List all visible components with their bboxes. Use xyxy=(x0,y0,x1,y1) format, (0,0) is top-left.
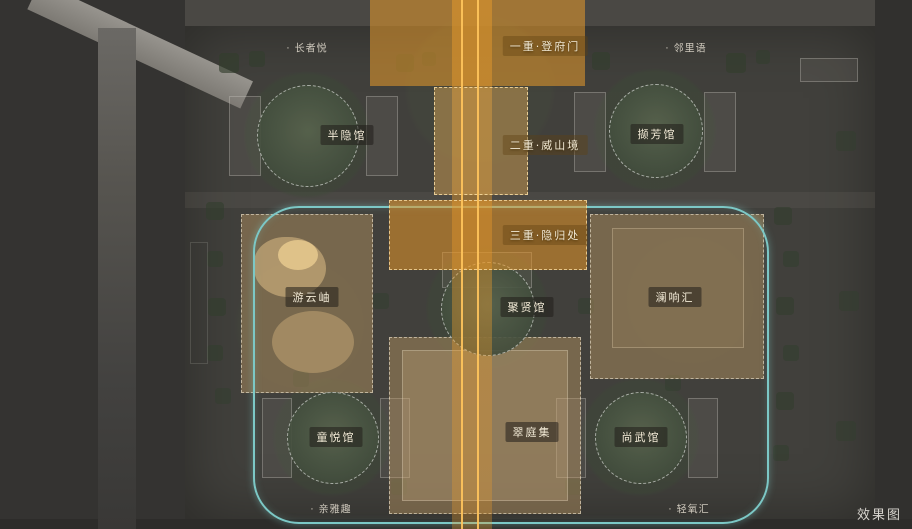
axis-label-tier1: 一重·登府门 xyxy=(502,36,588,56)
road-west xyxy=(98,28,136,529)
building-footprint xyxy=(380,398,410,478)
area-note-top-left: · 长者悦 xyxy=(286,43,328,55)
rendering-watermark: 效果图 xyxy=(856,508,902,523)
building-footprint xyxy=(688,398,718,478)
zone-label-lanxianghui: 澜响汇 xyxy=(648,287,702,307)
zone-label-cuitingji: 翠庭集 xyxy=(505,422,559,442)
axis-line-left xyxy=(461,0,463,529)
axis-line-right xyxy=(477,0,479,529)
surrounding-area-west xyxy=(0,0,185,529)
zone-label-youyunxiu: 游云岫 xyxy=(285,287,339,307)
building-footprint xyxy=(574,92,606,172)
axis-zone-tier2 xyxy=(434,87,528,195)
area-note-bottom-right: · 轻氧汇 xyxy=(668,504,710,516)
axis-label-tier3: 三重·隐归处 xyxy=(502,225,588,245)
axis-label-tier2: 二重·威山境 xyxy=(502,135,588,155)
venue-label-tongyue: 童悦馆 xyxy=(309,427,363,447)
surrounding-area-east xyxy=(875,0,912,529)
tree-dots xyxy=(0,0,2,2)
area-note-top-right: · 邻里语 xyxy=(665,43,707,55)
venue-label-juxian: 聚贤馆 xyxy=(500,297,554,317)
venue-label-xiefang: 撷芳馆 xyxy=(630,124,684,144)
building-footprint xyxy=(190,242,208,364)
axis-zone-tier3 xyxy=(389,200,587,270)
building-footprint xyxy=(800,58,858,82)
building-footprint xyxy=(704,92,736,172)
building-footprint xyxy=(229,96,261,176)
venue-label-shangwu: 尚武馆 xyxy=(614,427,668,447)
venue-label-banyin: 半隐馆 xyxy=(320,125,374,145)
area-note-bottom-left: · 亲雅趣 xyxy=(310,504,352,516)
